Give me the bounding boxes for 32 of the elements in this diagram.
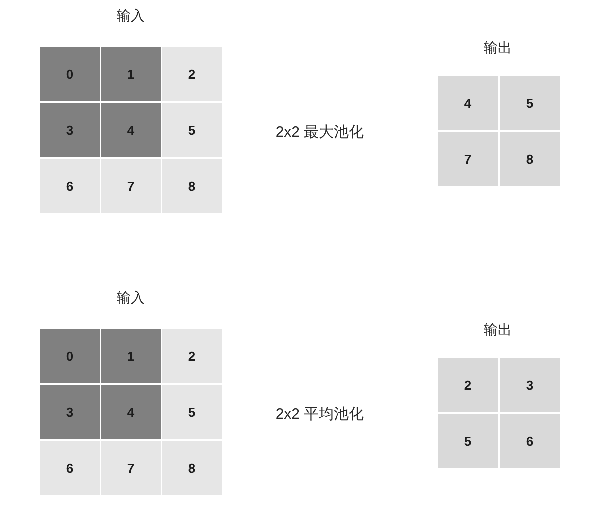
input-matrix-cell: 4 [101,385,161,439]
input-matrix-cell: 5 [162,103,222,157]
output-matrix-cell: 8 [500,132,560,186]
input-matrix-cell: 0 [40,329,100,383]
output-matrix-cell: 7 [438,132,498,186]
input-matrix-cell: 6 [40,441,100,495]
input-matrix-cell: 7 [101,441,161,495]
output-matrix-cell: 3 [500,358,560,412]
output-matrix-cell: 5 [500,76,560,130]
input-matrix-cell: 7 [101,159,161,213]
input-matrix-cell: 8 [162,441,222,495]
input-matrix-cell: 3 [40,103,100,157]
pooling-operation-label: 2x2 最大池化 [276,124,364,142]
input-matrix-cell: 1 [101,329,161,383]
input-matrix-cell: 6 [40,159,100,213]
input-matrix-cell: 0 [40,47,100,101]
input-heading: 输入 [117,290,145,306]
pooling-operation-label: 2x2 平均池化 [276,406,364,424]
output-matrix-cell: 4 [438,76,498,130]
output-heading: 输出 [484,322,512,338]
input-matrix-cell: 4 [101,103,161,157]
input-matrix-cell: 5 [162,385,222,439]
input-matrix-cell: 2 [162,47,222,101]
input-matrix-cell: 8 [162,159,222,213]
input-matrix-cell: 2 [162,329,222,383]
input-matrix-cell: 1 [101,47,161,101]
input-heading: 输入 [117,8,145,24]
output-matrix-cell: 6 [500,414,560,468]
input-matrix-cell: 3 [40,385,100,439]
output-matrix-cell: 5 [438,414,498,468]
output-heading: 输出 [484,40,512,56]
output-matrix-cell: 2 [438,358,498,412]
